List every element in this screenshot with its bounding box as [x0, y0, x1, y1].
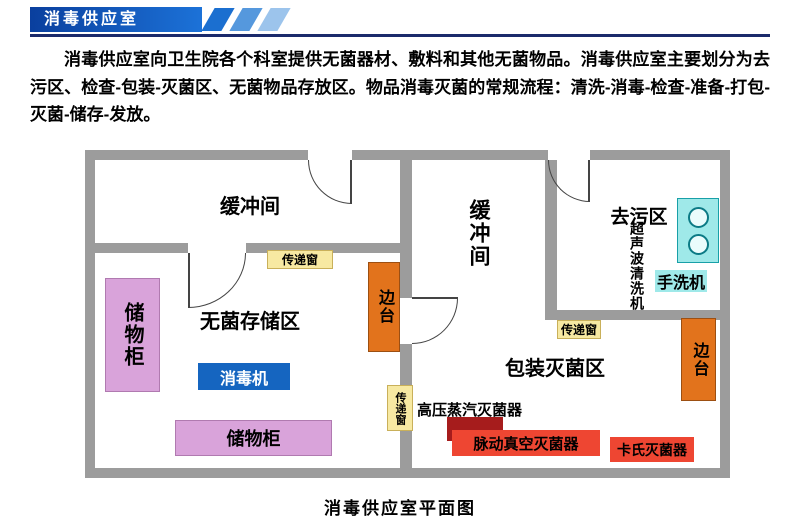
- banner-stripe-icon: [229, 8, 263, 31]
- door-leaf: [588, 160, 590, 202]
- transfer-window-right-label: 传递窗: [560, 323, 597, 337]
- cassette-sterilizer: 卡氏灭菌器: [610, 437, 694, 462]
- room-label-buffer-left: 缓冲间: [220, 196, 280, 218]
- banner-stripe-icon: [257, 8, 291, 31]
- transfer-window-right: 传递窗: [557, 320, 601, 339]
- wall-divider-upper: [400, 160, 412, 298]
- sink-basin-icon: [687, 206, 709, 228]
- pulse-vacuum-sterilizer: 脉动真空灭菌器: [452, 430, 600, 456]
- door-leaf: [350, 160, 352, 204]
- wall-decontamination: [545, 310, 730, 320]
- ultrasonic-cleaner: 超声波清洗机: [625, 220, 649, 312]
- pulse-vacuum-sterilizer-label: 脉动真空灭菌器: [473, 435, 579, 453]
- floor-plan: 缓冲间 无菌存储区 缓冲间 去污区 包装灭菌区 储物柜 消毒机 储物柜 边台 传…: [85, 150, 730, 478]
- transfer-window-left: 传递窗: [267, 250, 333, 269]
- door-leaf: [188, 253, 190, 308]
- cabinet-left: 储物柜: [105, 278, 160, 392]
- wall-left: [85, 150, 95, 478]
- room-label-packaging: 包装灭菌区: [505, 358, 605, 380]
- intro-paragraph: 消毒供应室向卫生院各个科室提供无菌器材、敷料和其他无菌物品。消毒供应室主要划分为…: [30, 50, 770, 125]
- floor-plan-caption: 消毒供应室平面图: [324, 499, 476, 518]
- transfer-window-left-label: 传递窗: [281, 253, 318, 267]
- side-table-left: 边台: [368, 262, 400, 352]
- wall-buffer-middle: [545, 160, 557, 320]
- sink-basin-icon: [687, 233, 709, 255]
- wall-buffer-left-b: [246, 243, 400, 253]
- hand-washer-unit: [677, 198, 719, 263]
- header-divider: [30, 34, 770, 37]
- room-label-sterile-storage: 无菌存储区: [200, 311, 300, 333]
- ultrasonic-cleaner-label: 超声波清洗机: [629, 221, 645, 311]
- wall-bottom: [85, 468, 730, 478]
- side-table-left-label: 边台: [376, 289, 393, 325]
- door-arc: [412, 298, 458, 344]
- side-table-right-label: 边台: [690, 341, 708, 378]
- hand-washer-label: 手洗机: [656, 275, 705, 292]
- room-label-buffer-middle: 缓冲间: [461, 195, 495, 271]
- disinfector: 消毒机: [198, 363, 290, 390]
- side-table-right: 边台: [681, 318, 716, 401]
- door-leaf: [412, 297, 458, 299]
- wall-top-c: [590, 150, 730, 160]
- wall-top-a: [85, 150, 308, 160]
- cabinet-bottom-label: 储物柜: [226, 429, 281, 449]
- door-arc: [188, 253, 246, 308]
- page-title: 消毒供应室: [30, 7, 202, 32]
- room-label-decontamination: 去污区: [610, 207, 668, 228]
- autoclave-label: 高压蒸汽灭菌器: [417, 401, 523, 419]
- cabinet-bottom: 储物柜: [175, 420, 332, 456]
- wall-buffer-left-a: [95, 243, 188, 253]
- hand-washer: 手洗机: [655, 270, 707, 292]
- transfer-window-middle: 传递窗: [387, 385, 413, 431]
- autoclave: 高压蒸汽灭菌器: [417, 400, 535, 419]
- cassette-sterilizer-label: 卡氏灭菌器: [617, 441, 687, 458]
- transfer-window-middle-label: 传递窗: [394, 391, 406, 425]
- cabinet-left-label: 储物柜: [121, 302, 143, 368]
- banner-stripe-icon: [201, 8, 235, 31]
- wall-top-b: [352, 150, 548, 160]
- disinfector-label: 消毒机: [219, 370, 268, 388]
- room-label-buffer-middle-text: 缓冲间: [467, 198, 490, 268]
